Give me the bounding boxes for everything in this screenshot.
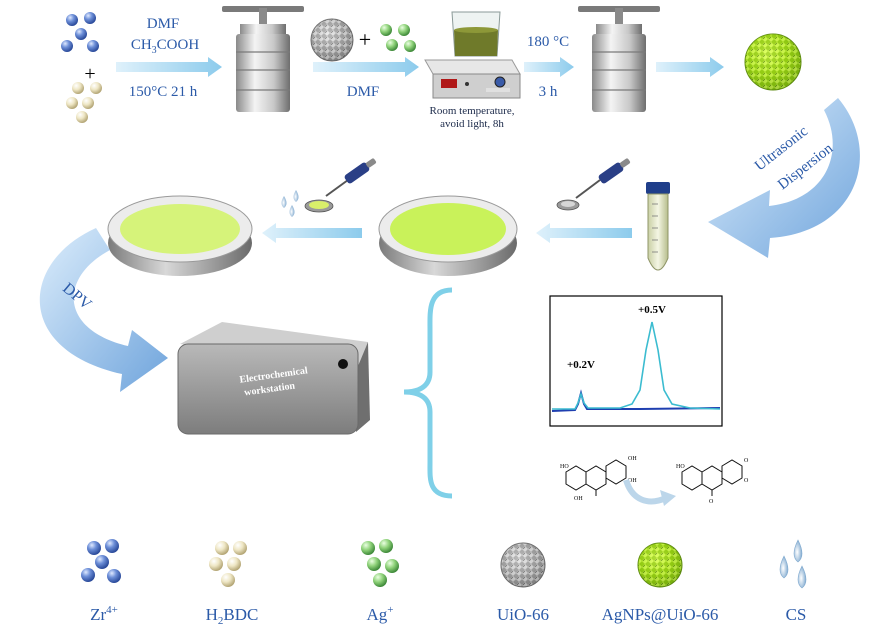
- mol-left-label-0: HO: [560, 464, 569, 470]
- mol-right-label-0: HO: [676, 464, 685, 470]
- pipette-right-icon: [556, 158, 631, 211]
- quinone-molecule: [681, 459, 743, 496]
- centrifuge-tube: [646, 182, 670, 271]
- step1-solvent-label: DMF: [147, 16, 180, 32]
- legend-zr-icon: [81, 539, 121, 583]
- pipette-left-icon: [281, 158, 377, 217]
- stir-condition-line2: avoid light, 8h: [440, 118, 504, 130]
- autoclave-1: [222, 6, 304, 112]
- mol-left-label-3: OH: [574, 496, 583, 502]
- mol-left-label-2: OH: [628, 478, 637, 484]
- plus-sign-2: +: [359, 27, 371, 52]
- mol-right-label-3: O: [709, 499, 714, 505]
- zr-spheres-cluster: [61, 12, 99, 52]
- mol-left-label-1: OH: [628, 456, 637, 462]
- legend-cs-droplets-icon: [779, 539, 807, 589]
- mol-right-label-1: O: [744, 458, 749, 464]
- arrow-middle-right: [536, 223, 632, 243]
- h2bdc-spheres-cluster: [66, 82, 102, 123]
- step1-condition-label: 150°C 21 h: [129, 84, 198, 100]
- arrow-step1: [116, 57, 222, 77]
- chart-series-group: [551, 321, 721, 412]
- legend-agnps-icon: [637, 542, 683, 588]
- legend-ag-icon: [361, 539, 399, 587]
- magnetic-stirrer: [424, 11, 521, 99]
- ultrasonic-curved-arrow: [708, 98, 860, 258]
- dpv-curved-arrow: [39, 228, 168, 392]
- dpv-curve-1: [552, 321, 721, 410]
- legend-h2bdc-icon: [209, 541, 247, 587]
- bracket-brace: [403, 287, 453, 499]
- chart-annotation-0: +0.2V: [567, 359, 595, 371]
- electrode-disk-2: [378, 195, 518, 276]
- arrow-step3: [524, 57, 574, 77]
- legend-label-ag: Ag+: [367, 604, 394, 624]
- luteolin-molecule: [565, 459, 627, 496]
- step2-solvent-label: DMF: [347, 84, 380, 100]
- legend-label-cs: CS: [786, 605, 807, 624]
- legend-label-zr: Zr4+: [90, 604, 118, 624]
- legend-uio66-icon: [500, 542, 546, 588]
- ag-spheres-cluster: [380, 24, 416, 52]
- chart-annotation-1: +0.5V: [638, 304, 666, 316]
- legend-label-uio66: UiO-66: [497, 605, 549, 624]
- stir-condition-line1: Room temperature,: [430, 105, 515, 117]
- step3-temperature-label: 180 °C: [527, 34, 569, 50]
- arrow-middle-left: [262, 223, 362, 243]
- plus-sign-1: +: [84, 63, 95, 85]
- dpv-chart: +0.2V +0.5V: [549, 295, 723, 427]
- arrow-step4: [656, 57, 724, 77]
- legend-label-agnps-uio66: AgNPs@UiO-66: [602, 605, 719, 624]
- mol-right-label-2: O: [744, 478, 749, 484]
- legend-label-h2bdc: H2BDC: [206, 605, 259, 627]
- autoclave-2: [578, 6, 660, 112]
- step1-acid-label: CH3COOH: [131, 37, 200, 56]
- conversion-arrow: [623, 478, 668, 505]
- electrode-disk-1: [107, 195, 253, 276]
- arrow-step2: [313, 57, 419, 77]
- step3-time-label: 3 h: [539, 84, 558, 100]
- electrochemical-workstation: [177, 322, 370, 435]
